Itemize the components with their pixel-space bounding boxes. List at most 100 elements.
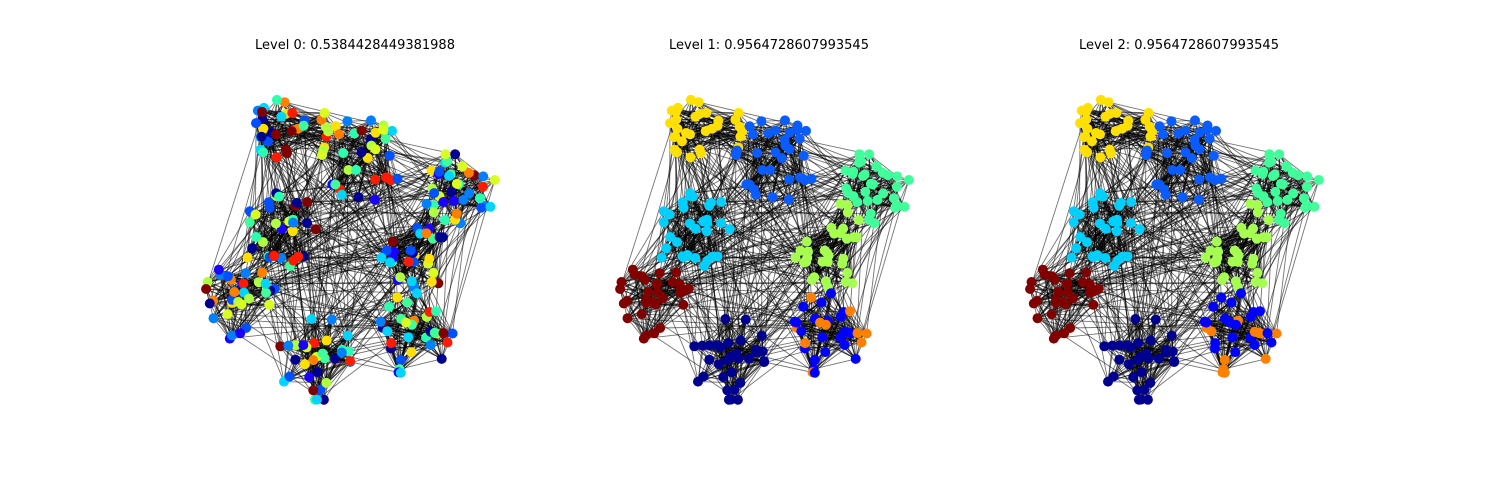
graph-node	[312, 367, 323, 378]
graph-node	[724, 224, 735, 235]
graph-node	[694, 144, 705, 155]
graph-node	[474, 193, 485, 204]
graph-edge	[262, 257, 394, 273]
graph-node	[242, 252, 253, 263]
graph-node	[800, 338, 811, 349]
graph-edge	[670, 228, 730, 238]
graph-edge	[761, 236, 854, 337]
graph-node	[852, 328, 863, 339]
graph-node	[444, 171, 454, 181]
graph-edge	[1276, 193, 1294, 334]
graph-node	[280, 144, 291, 155]
graph-edge	[851, 198, 895, 284]
graph-edge	[1080, 221, 1114, 238]
graph-node	[750, 189, 761, 200]
graph-node	[351, 164, 362, 175]
graph-node	[888, 193, 899, 204]
graph-node	[378, 124, 389, 135]
graph-edge	[331, 297, 398, 321]
graph-edge	[209, 303, 231, 339]
graph-node	[816, 297, 827, 308]
graph-node	[442, 337, 453, 348]
graph-node	[236, 299, 247, 310]
graph-edge	[297, 222, 308, 257]
graph-node	[271, 129, 281, 140]
graph-edge	[275, 157, 298, 204]
graph-edge	[703, 171, 854, 222]
graph-edge	[1080, 228, 1140, 238]
graph-edge	[689, 157, 712, 204]
graph-node	[820, 347, 831, 358]
graph-node	[675, 287, 685, 298]
graph-node	[315, 384, 326, 395]
graph-node	[406, 347, 417, 358]
graph-node	[261, 287, 271, 298]
graph-edge	[256, 236, 391, 263]
graph-node	[752, 148, 763, 158]
graph-node	[817, 256, 828, 267]
graph-node	[809, 354, 820, 365]
graph-node	[425, 340, 436, 350]
graph-node	[291, 197, 302, 208]
graph-node	[744, 121, 755, 132]
graph-node	[850, 353, 861, 364]
graph-node	[446, 186, 457, 197]
graph-node	[674, 278, 685, 289]
graph-edge	[1093, 207, 1121, 346]
node-group	[201, 94, 500, 405]
graph-edge	[866, 193, 884, 334]
graph-node	[464, 188, 475, 199]
graph-edge	[805, 342, 845, 346]
graph-node	[731, 348, 742, 359]
graph-node	[683, 251, 694, 261]
graph-edge	[1079, 211, 1258, 216]
graph-node	[890, 202, 901, 213]
graph-node	[843, 327, 854, 338]
graph-node	[767, 192, 778, 203]
graph-node	[892, 171, 903, 182]
graph-node	[729, 384, 740, 395]
graph-edge	[331, 306, 390, 321]
graph-node	[891, 181, 902, 192]
graph-edge	[755, 155, 804, 196]
graph-edge	[739, 319, 747, 383]
network-graph-level-2	[1025, 94, 1324, 405]
graph-node	[712, 120, 723, 131]
graph-node	[661, 243, 672, 254]
graph-node	[871, 161, 882, 172]
graph-edge	[1113, 171, 1264, 222]
graph-node	[744, 179, 755, 190]
graph-edge	[1146, 170, 1256, 354]
graph-node	[725, 394, 736, 405]
graph-edge	[274, 288, 418, 294]
graph-node	[271, 94, 282, 105]
panel-level-1: Level 1: 0.9564728607993545	[539, 0, 999, 498]
network-graph-level-1	[615, 94, 914, 405]
graph-node	[636, 271, 647, 282]
graph-node	[384, 150, 395, 161]
graph-node	[865, 178, 876, 189]
graph-node	[405, 245, 416, 256]
graph-node	[448, 196, 459, 206]
graph-edge	[1100, 145, 1196, 197]
graph-node	[820, 276, 831, 287]
graph-node	[862, 196, 873, 206]
graph-node	[308, 355, 319, 366]
graph-node	[641, 330, 651, 341]
graph-edge	[770, 169, 871, 185]
graph-edge	[227, 313, 381, 323]
graph-edge	[679, 281, 846, 285]
graph-node	[748, 129, 758, 140]
graph-node	[353, 192, 364, 203]
graph-node	[809, 272, 820, 283]
graph-edge	[400, 310, 437, 374]
graph-edge	[262, 151, 391, 263]
graph-node	[439, 215, 450, 226]
graph-node	[204, 298, 215, 309]
graph-node	[903, 175, 914, 185]
graph-edge	[657, 251, 809, 285]
graph-node	[326, 314, 337, 325]
graph-node	[652, 278, 663, 289]
panel-level-0: Level 0: 0.5384428449381988	[125, 0, 585, 498]
graph-edge	[399, 358, 442, 370]
